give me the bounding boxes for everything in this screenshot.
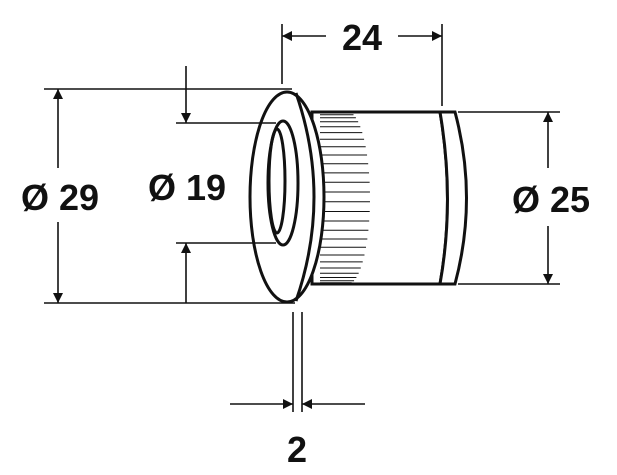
- dimension-label-length: 24: [342, 17, 382, 58]
- flange-edge: [294, 92, 316, 302]
- dimension-label-flange-thickness: 2: [287, 429, 307, 470]
- body-cylinder: [310, 110, 449, 286]
- dimension-body-diameter: Ø 25: [458, 111, 590, 285]
- dimension-flange-diameter: Ø 29: [21, 88, 295, 304]
- bore-inner-edge: [267, 127, 287, 235]
- dimension-flange-thickness: 2: [230, 312, 365, 470]
- end-rim: [438, 110, 468, 286]
- dimension-label-flange-diameter: Ø 29: [21, 177, 99, 218]
- dimension-length: 24: [281, 17, 443, 106]
- dimension-label-body-diameter: Ø 25: [512, 179, 590, 220]
- dimension-bore-diameter: Ø 19: [148, 66, 276, 303]
- dimension-label-bore-diameter: Ø 19: [148, 167, 226, 208]
- knurl-pattern: [320, 112, 370, 284]
- bushing-part: [248, 90, 468, 304]
